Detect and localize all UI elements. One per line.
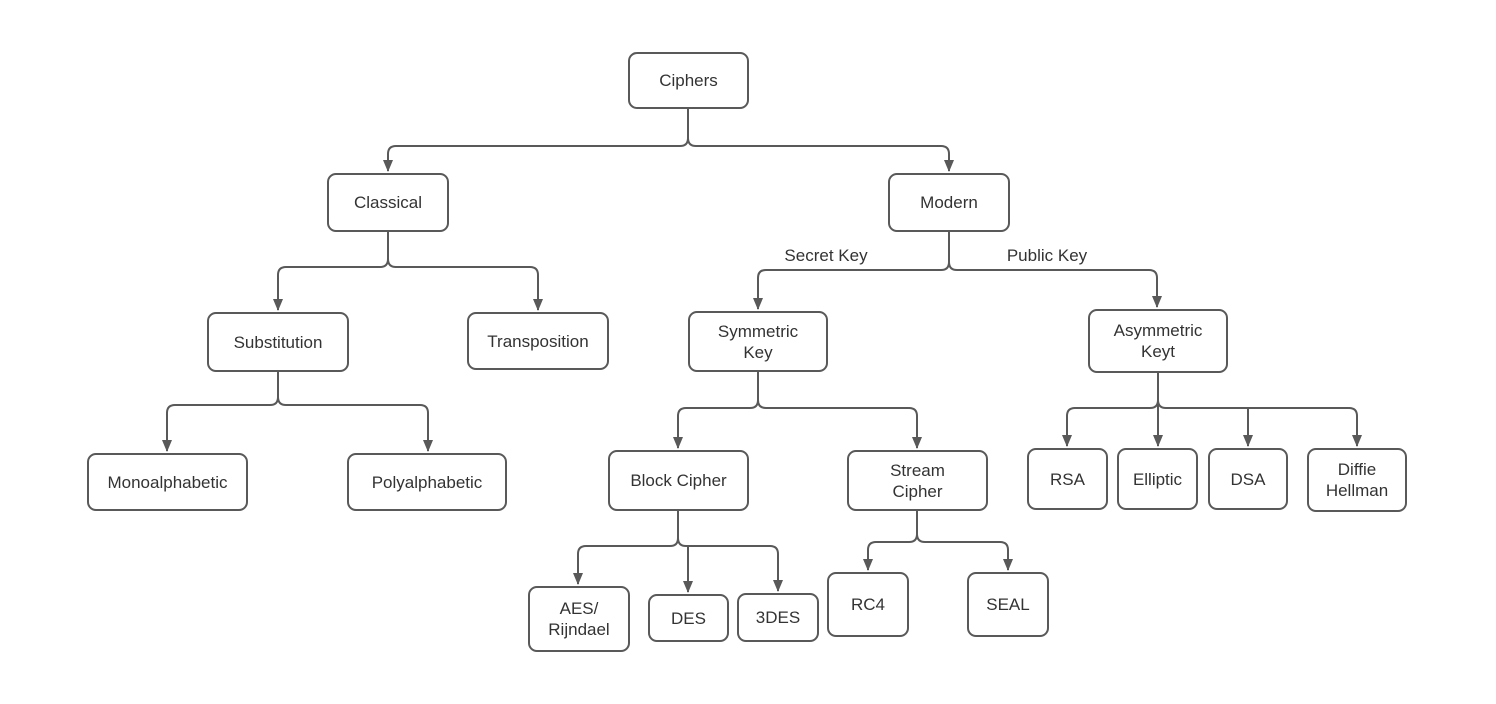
edge-classical-substitution: [273, 258, 389, 311]
node-stream-cipher[interactable]: Stream Cipher: [847, 450, 988, 511]
node-des[interactable]: DES: [648, 594, 729, 642]
node-symmetric-key[interactable]: Symmetric Key: [688, 311, 828, 372]
node-monoalphabetic[interactable]: Monoalphabetic: [87, 453, 248, 511]
edge-symmetric-block: [673, 399, 759, 449]
node-dsa[interactable]: DSA: [1208, 448, 1288, 510]
edge-block-aes: [573, 537, 679, 585]
edge-stream-seal: [916, 533, 1013, 571]
node-rsa[interactable]: RSA: [1027, 448, 1108, 510]
edge-label-public-key[interactable]: Public Key: [987, 245, 1107, 267]
node-classical[interactable]: Classical: [327, 173, 449, 232]
node-asymmetric-key[interactable]: Asymmetric Keyt: [1088, 309, 1228, 373]
edge-modern-asymmetric: [948, 261, 1162, 308]
node-elliptic[interactable]: Elliptic: [1117, 448, 1198, 510]
edge-ciphers-classical: [383, 137, 689, 172]
node-ciphers[interactable]: Ciphers: [628, 52, 749, 109]
node-substitution[interactable]: Substitution: [207, 312, 349, 372]
edge-asymmetric-diffie: [1157, 399, 1362, 447]
edge-stream-rc4: [863, 533, 918, 571]
edge-modern-symmetric: [753, 261, 950, 310]
node-block-cipher[interactable]: Block Cipher: [608, 450, 749, 511]
edge-block-3des: [677, 537, 783, 592]
node-modern[interactable]: Modern: [888, 173, 1010, 232]
node-3des[interactable]: 3DES: [737, 593, 819, 642]
edge-classical-transposition: [387, 258, 543, 311]
edge-substitution-poly: [277, 396, 433, 452]
node-diffie-hellman[interactable]: Diffie Hellman: [1307, 448, 1407, 512]
edge-symmetric-stream: [757, 399, 922, 449]
edge-label-secret-key[interactable]: Secret Key: [766, 245, 886, 267]
node-rc4[interactable]: RC4: [827, 572, 909, 637]
edge-ciphers-modern: [687, 137, 954, 172]
node-aes-rijndael[interactable]: AES/ Rijndael: [528, 586, 630, 652]
node-transposition[interactable]: Transposition: [467, 312, 609, 370]
node-seal[interactable]: SEAL: [967, 572, 1049, 637]
edge-substitution-mono: [162, 396, 279, 452]
edge-asymmetric-rsa: [1062, 399, 1159, 447]
node-polyalphabetic[interactable]: Polyalphabetic: [347, 453, 507, 511]
